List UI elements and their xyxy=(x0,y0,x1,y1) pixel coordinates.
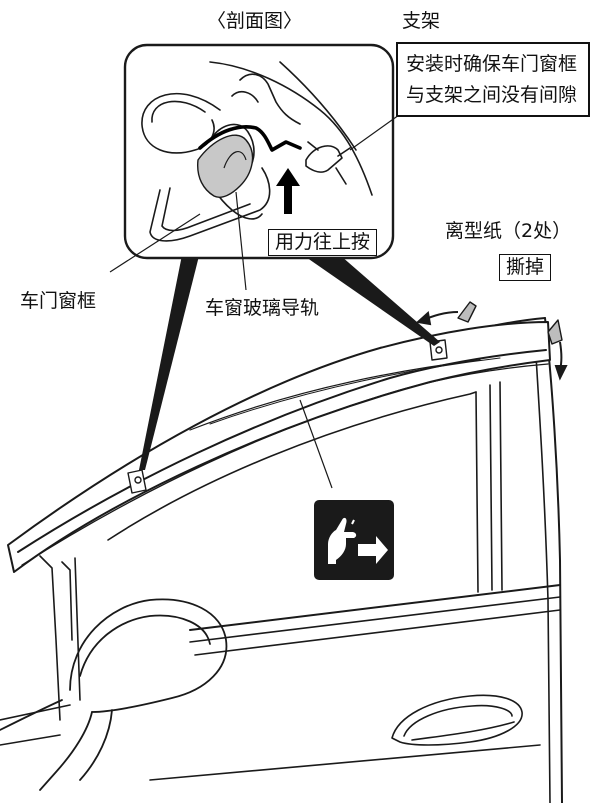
side-mirror xyxy=(0,598,228,791)
callout-lines xyxy=(139,236,440,470)
release-paper-tab-right xyxy=(547,319,563,345)
visor-clip-front xyxy=(127,469,147,494)
car-door xyxy=(0,317,563,803)
section-view-bubble xyxy=(123,43,395,260)
window-guide-label: 车窗玻璃导轨 xyxy=(205,297,320,319)
release-paper-label: 离型纸（2处） xyxy=(445,220,572,242)
press-up-arrow xyxy=(276,168,300,214)
press-up-label: 用力往上按 xyxy=(268,229,378,256)
wind-visor xyxy=(7,321,551,573)
hand-push-badge xyxy=(314,500,394,580)
release-paper-tab-left xyxy=(457,301,477,323)
door-frame-label: 车门窗框 xyxy=(20,290,97,312)
bracket-label: 支架 xyxy=(402,10,441,32)
section-view-label: 〈剖面图〉 xyxy=(207,10,303,32)
peel-arrows xyxy=(415,311,568,381)
tear-off-label: 撕掉 xyxy=(499,254,552,281)
bracket-gap-note: 安装时确保车门窗框与支架之间没有间隙 xyxy=(396,42,590,117)
